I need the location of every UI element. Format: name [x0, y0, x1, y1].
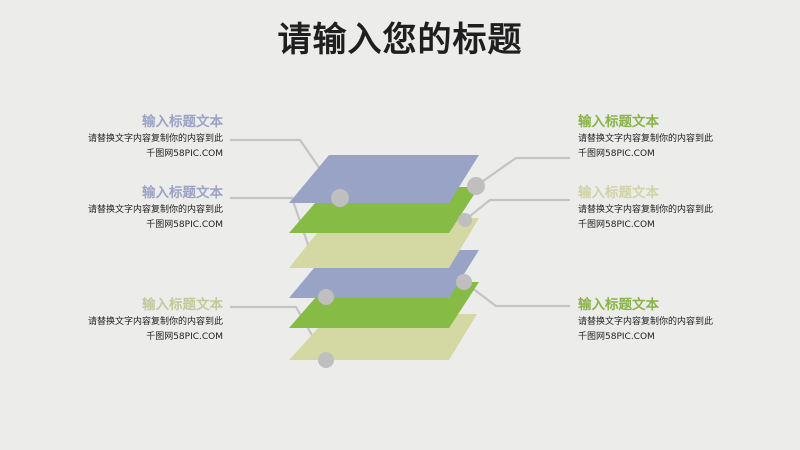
dot-left-1 [331, 189, 349, 207]
block-heading: 输入标题文本 [578, 114, 659, 130]
dot-left-3 [318, 352, 334, 368]
dot-right-2 [458, 213, 472, 227]
block-body-line2: 千图网58PIC.COM [578, 220, 655, 230]
block-body-line2: 千图网58PIC.COM [146, 332, 223, 342]
block-body-line1: 请替换文字内容复制你的内容到此 [87, 205, 223, 215]
text-block-left-2[interactable]: 输入标题文本 请替换文字内容复制你的内容到此 千图网58PIC.COM [48, 185, 223, 233]
block-heading: 输入标题文本 [578, 297, 659, 313]
slide-title[interactable]: 请输入您的标题 [277, 20, 523, 60]
text-block-right-1[interactable]: 输入标题文本 请替换文字内容复制你的内容到此 千图网58PIC.COM [578, 114, 753, 162]
block-body-line2: 千图网58PIC.COM [146, 220, 223, 230]
text-block-right-2[interactable]: 输入标题文本 请替换文字内容复制你的内容到此 千图网58PIC.COM [578, 185, 753, 233]
connector-right-3 [463, 281, 570, 308]
block-body-line1: 请替换文字内容复制你的内容到此 [87, 134, 223, 144]
block-heading: 输入标题文本 [142, 114, 223, 130]
block-body-line1: 请替换文字内容复制你的内容到此 [87, 317, 223, 327]
layer-1 [289, 155, 479, 203]
connector-right-2 [464, 198, 570, 221]
text-block-left-3[interactable]: 输入标题文本 请替换文字内容复制你的内容到此 千图网58PIC.COM [48, 297, 223, 345]
dot-right-1 [467, 177, 485, 195]
block-body-line2: 千图网58PIC.COM [146, 149, 223, 159]
text-block-right-3[interactable]: 输入标题文本 请替换文字内容复制你的内容到此 千图网58PIC.COM [578, 297, 753, 345]
block-body-line1: 请替换文字内容复制你的内容到此 [578, 205, 714, 215]
dot-left-2 [318, 289, 334, 305]
block-body-line1: 请替换文字内容复制你的内容到此 [578, 134, 714, 144]
block-body-line2: 千图网58PIC.COM [578, 149, 655, 159]
block-body-line2: 千图网58PIC.COM [578, 332, 655, 342]
connector-right-1 [475, 156, 570, 187]
block-heading: 输入标题文本 [142, 297, 223, 313]
dot-right-3 [456, 274, 472, 290]
block-heading: 输入标题文本 [578, 185, 659, 201]
block-heading: 输入标题文本 [142, 185, 223, 201]
text-block-left-1[interactable]: 输入标题文本 请替换文字内容复制你的内容到此 千图网58PIC.COM [48, 114, 223, 162]
block-body-line1: 请替换文字内容复制你的内容到此 [578, 317, 714, 327]
